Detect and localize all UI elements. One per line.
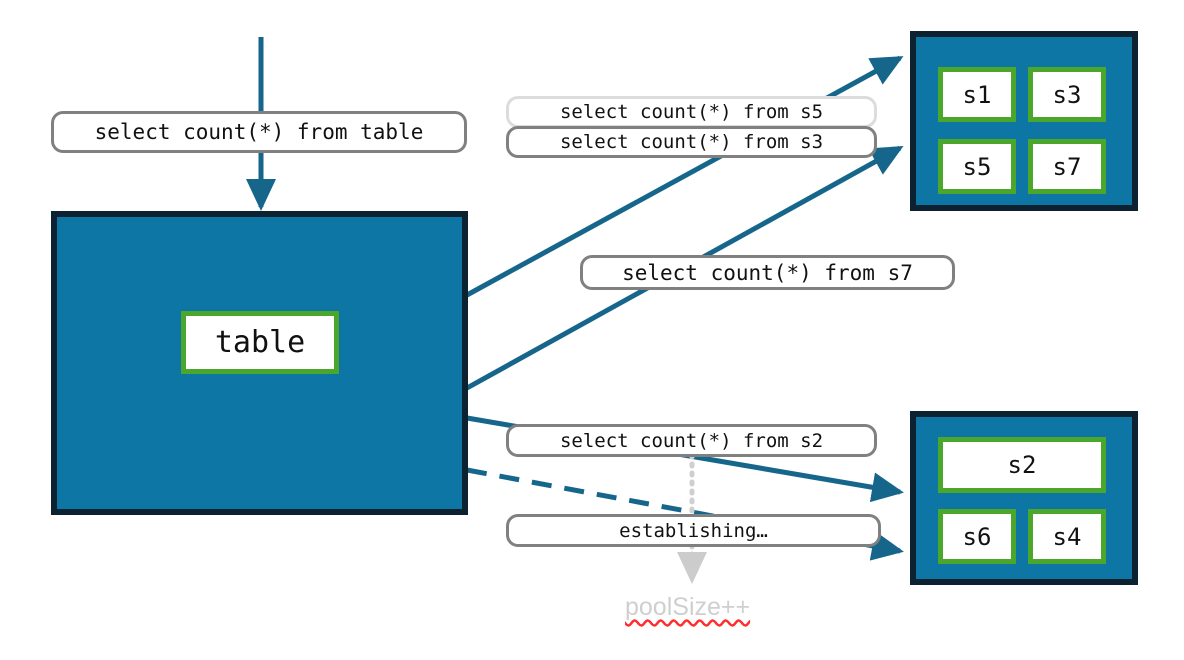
- query-label-establishing-text: establishing…: [619, 519, 768, 542]
- query-label-table-text: select count(*) from table: [94, 120, 424, 144]
- node-s6[interactable]: s6: [938, 509, 1016, 564]
- node-s7-label: s7: [1052, 152, 1082, 181]
- poolsize-note: poolSize++: [625, 593, 750, 622]
- query-label-s5[interactable]: select count(*) from s5: [506, 96, 877, 128]
- node-s6-label: s6: [962, 522, 992, 551]
- node-s1[interactable]: s1: [938, 67, 1016, 122]
- query-label-s3[interactable]: select count(*) from s3: [506, 126, 877, 158]
- node-s4[interactable]: s4: [1028, 509, 1106, 564]
- query-label-s2-text: select count(*) from s2: [559, 429, 824, 452]
- query-label-s7[interactable]: select count(*) from s7: [580, 255, 955, 290]
- query-label-s7-text: select count(*) from s7: [622, 260, 913, 285]
- node-table[interactable]: table: [181, 311, 339, 374]
- query-label-s3-text: select count(*) from s3: [559, 131, 824, 153]
- query-label-establishing[interactable]: establishing…: [506, 514, 881, 547]
- node-s2[interactable]: s2: [938, 437, 1106, 493]
- poolsize-note-text: poolSize++: [625, 593, 751, 621]
- node-s2-label: s2: [1007, 451, 1037, 479]
- node-s7[interactable]: s7: [1028, 139, 1106, 194]
- node-table-label: table: [214, 324, 306, 360]
- node-s3[interactable]: s3: [1028, 67, 1106, 122]
- node-s3-label: s3: [1052, 80, 1082, 109]
- query-label-table[interactable]: select count(*) from table: [51, 111, 467, 153]
- node-s1-label: s1: [962, 80, 992, 109]
- query-label-s5-text: select count(*) from s5: [559, 101, 824, 123]
- node-s5[interactable]: s5: [938, 139, 1016, 194]
- query-label-s2[interactable]: select count(*) from s2: [506, 424, 877, 457]
- node-s5-label: s5: [962, 152, 992, 181]
- node-s4-label: s4: [1052, 522, 1082, 551]
